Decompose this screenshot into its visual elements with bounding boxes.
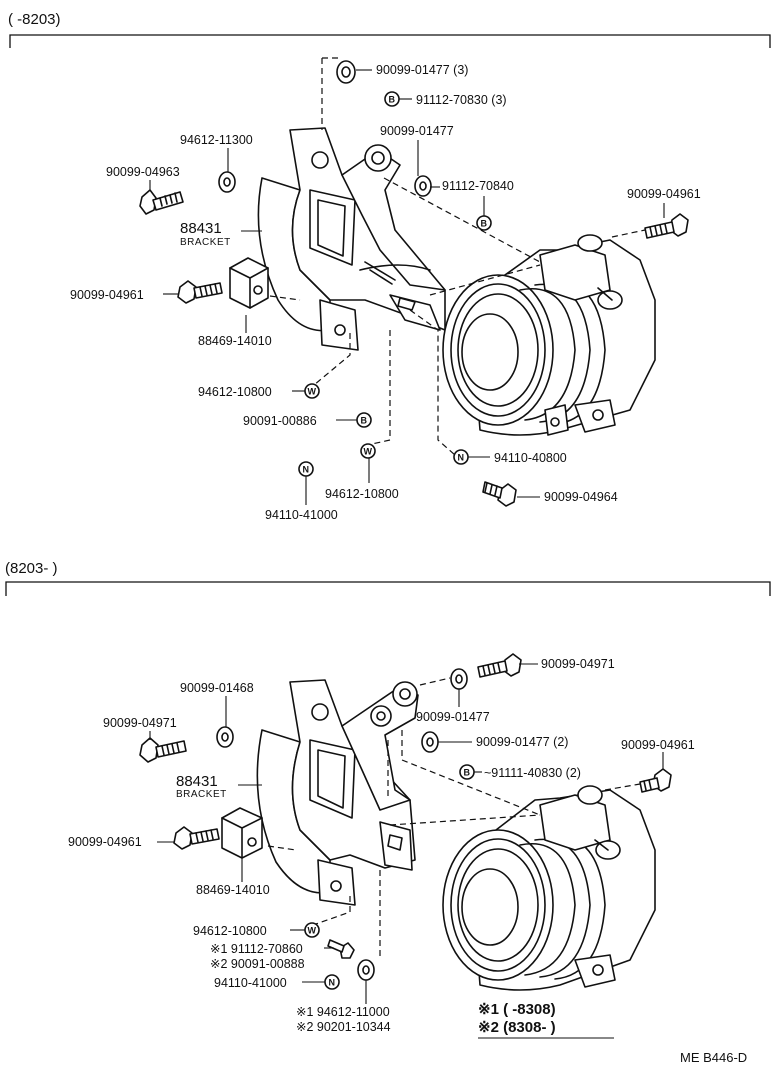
note-2: ※2 (8308- ) bbox=[478, 1019, 556, 1036]
label-94612-10800-b: 94612-10800 bbox=[325, 487, 399, 501]
label-90099-04964: 90099-04964 bbox=[544, 490, 618, 504]
label-90099-04971-top: 90099-04971 bbox=[541, 657, 615, 671]
label-n2-90091-00888: ※2 90091-00888 bbox=[210, 957, 305, 971]
label-88431: 88431 bbox=[176, 773, 218, 790]
svg-text:B: B bbox=[389, 95, 396, 105]
label-88469-14010: 88469-14010 bbox=[196, 883, 270, 897]
label-90099-01477: 90099-01477 bbox=[416, 710, 490, 724]
label-n1-94612-11000: ※1 94612-11000 bbox=[296, 1005, 390, 1019]
fasteners-bottom bbox=[139, 653, 672, 981]
leader-lines-bottom bbox=[149, 663, 664, 1004]
svg-text:N: N bbox=[303, 465, 310, 475]
label-90099-01477: 90099-01477 bbox=[380, 124, 454, 138]
compressor-top bbox=[442, 234, 656, 436]
label-88469-14010: 88469-14010 bbox=[198, 334, 272, 348]
label-bracket: BRACKET bbox=[180, 237, 231, 248]
fasteners-top bbox=[139, 60, 689, 507]
svg-text:W: W bbox=[308, 387, 317, 397]
label-90099-04961-left: 90099-04961 bbox=[70, 288, 144, 302]
label-94110-40800: 94110-40800 bbox=[494, 451, 567, 465]
section-frame-bottom bbox=[5, 581, 771, 596]
leader-lines-top bbox=[149, 57, 665, 505]
label-90099-04963: 90099-04963 bbox=[106, 165, 180, 179]
label-90099-04961-right: 90099-04961 bbox=[627, 187, 701, 201]
label-91112-70830-3: 91112-70830 (3) bbox=[416, 93, 507, 107]
svg-text:B: B bbox=[361, 416, 368, 426]
compressor-bottom bbox=[442, 785, 656, 991]
svg-text:N: N bbox=[329, 978, 336, 988]
svg-text:W: W bbox=[308, 926, 317, 936]
labels-top: 90099-01477 (3) 91112-70830 (3) 94612-11… bbox=[70, 63, 701, 522]
label-90099-04971-left: 90099-04971 bbox=[103, 716, 177, 730]
label-90099-01477-3: 90099-01477 (3) bbox=[376, 63, 468, 77]
label-94612-10800: 94612-10800 bbox=[193, 924, 267, 938]
label-90099-01477-2: 90099-01477 (2) bbox=[476, 735, 568, 749]
label-90099-04961-right: 90099-04961 bbox=[621, 738, 695, 752]
label-94110-41000: 94110-41000 bbox=[214, 976, 287, 990]
label-n2-90201-10344: ※2 90201-10344 bbox=[296, 1020, 391, 1034]
svg-text:B: B bbox=[464, 768, 471, 778]
label-94612-10800-a: 94612-10800 bbox=[198, 385, 272, 399]
label-bracket: BRACKET bbox=[176, 789, 227, 800]
label-88431: 88431 bbox=[180, 220, 222, 237]
svg-text:N: N bbox=[458, 453, 465, 463]
label-90099-01468: 90099-01468 bbox=[180, 681, 254, 695]
notes: ※1 ( -8308) ※2 (8308- ) bbox=[478, 1001, 614, 1039]
svg-text:B: B bbox=[481, 219, 488, 229]
bracket-88431-bottom bbox=[256, 679, 419, 906]
section-heading-bottom: (8203- ) bbox=[5, 560, 58, 577]
label-90091-00886: 90091-00886 bbox=[243, 414, 317, 428]
section-frame-top bbox=[9, 34, 771, 48]
label-n1-91112-70860: ※1 91112-70860 bbox=[210, 942, 303, 956]
note-1: ※1 ( -8308) bbox=[478, 1001, 556, 1018]
bracket-88431-top bbox=[257, 127, 446, 351]
labels-bottom: 90099-04971 90099-01468 90099-04971 9009… bbox=[68, 657, 695, 1034]
label-94110-41000: 94110-41000 bbox=[265, 508, 338, 522]
label-91111-40830-2: ~91111-40830 (2) bbox=[484, 766, 581, 780]
label-90099-04961-left: 90099-04961 bbox=[68, 835, 142, 849]
section-heading-top: ( -8203) bbox=[8, 11, 61, 28]
svg-text:W: W bbox=[364, 447, 373, 457]
symbols-top: B B W B W N N bbox=[298, 91, 492, 477]
label-91112-70840: 91112-70840 bbox=[442, 179, 514, 193]
label-94612-11300: 94612-11300 bbox=[180, 133, 253, 147]
figure-reference: ME B446-D bbox=[680, 1050, 747, 1065]
